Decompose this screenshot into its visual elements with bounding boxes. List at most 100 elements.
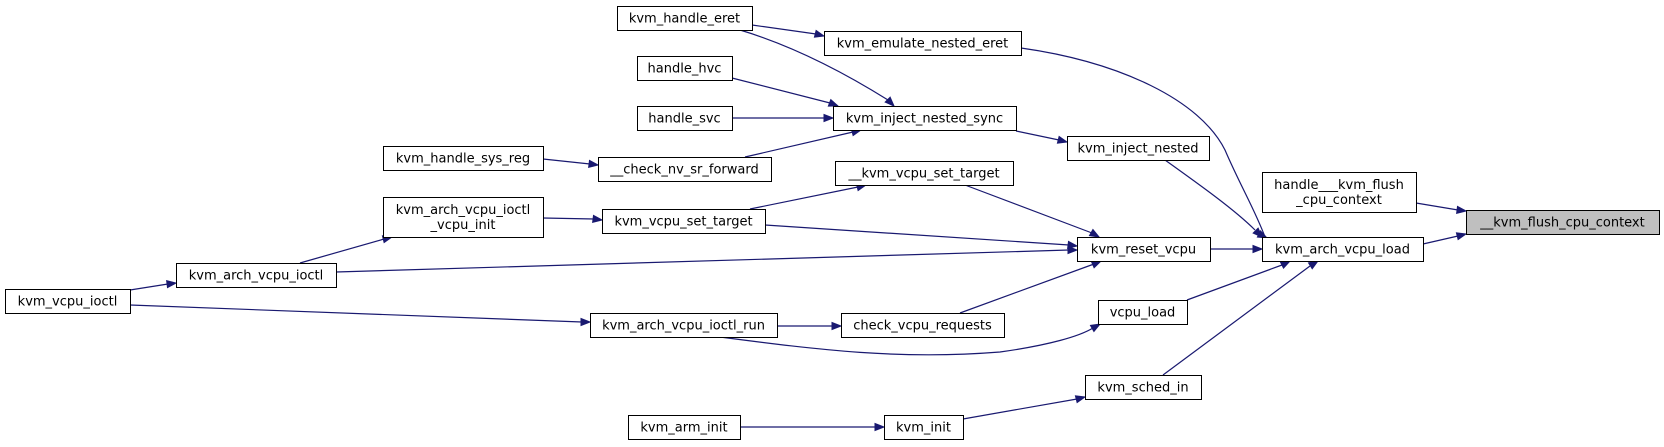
node-label: kvm_init	[896, 421, 951, 436]
node-label: kvm_vcpu_set_target	[614, 215, 752, 230]
arrowhead	[1252, 227, 1263, 238]
node-label: kvm_arch_vcpu_load	[1275, 243, 1410, 258]
edge-inject_nested-to-arch_vcpu_load	[1164, 159, 1263, 238]
edge-kvm_init-to-sched_in	[962, 395, 1087, 420]
node-label: __kvm_vcpu_set_target	[847, 167, 999, 182]
node-box	[590, 313, 778, 338]
edge-line	[749, 186, 859, 210]
edge-line	[1164, 159, 1256, 231]
node-check-nv[interactable]: __check_nv_sr_forward	[598, 157, 772, 182]
edge-line	[731, 77, 831, 104]
node-set-target[interactable]: kvm_vcpu_set_target	[602, 209, 766, 234]
edge-set_target-to-reset_vcpu	[764, 224, 1079, 250]
node-handle-svc[interactable]: handle_svc	[637, 106, 733, 131]
arrowhead	[823, 113, 835, 123]
edge-set_target-to-__set_target	[749, 183, 868, 210]
node-handle-eret[interactable]: kvm_handle_eret	[617, 6, 753, 31]
node-emulate-eret[interactable]: kvm_emulate_nested_eret	[824, 31, 1022, 56]
node-box	[628, 415, 741, 440]
edge-line	[1162, 265, 1311, 376]
node-label: kvm_handle_eret	[629, 12, 740, 27]
edge-vcpu_ioctl-to-ioctl_run	[129, 304, 592, 327]
node-check-req[interactable]: check_vcpu_requests	[841, 313, 1005, 338]
edge-line	[959, 263, 1095, 314]
node-label: vcpu_load	[1110, 306, 1176, 321]
edge-handle_svc-to-inject_sync	[732, 113, 835, 123]
arrowhead	[1089, 323, 1102, 333]
node-handle-flush[interactable]: handle___kvm_flush_cpu_context	[1262, 172, 1417, 213]
node-inject-nested[interactable]: kvm_inject_nested	[1067, 136, 1210, 161]
node-box	[1085, 375, 1202, 400]
node-reset-vcpu[interactable]: kvm_reset_vcpu	[1077, 237, 1211, 262]
node-box	[1098, 300, 1188, 325]
node-label: kvm_emulate_nested_eret	[837, 37, 1008, 52]
edge-line	[299, 238, 385, 264]
arrowhead	[1074, 395, 1087, 404]
node-handle-hvc[interactable]: handle_hvc	[637, 56, 733, 81]
node-label: kvm_inject_nested	[1078, 142, 1199, 157]
node-label: handle_hvc	[648, 62, 722, 77]
node-box	[1067, 136, 1210, 161]
edge-line	[542, 158, 591, 165]
edges-layer	[129, 24, 1468, 432]
node-arch-vcpu-load[interactable]: kvm_arch_vcpu_load	[1262, 237, 1424, 262]
node-box	[833, 106, 1017, 131]
node-vcpu-ioctl[interactable]: kvm_vcpu_ioctl	[5, 289, 131, 314]
node---set-target[interactable]: __kvm_vcpu_set_target	[835, 161, 1014, 186]
edge-handle_eret-to-inject_sync	[739, 29, 895, 107]
edge-line	[542, 217, 595, 220]
node-box	[598, 157, 772, 182]
node-kvm-init[interactable]: kvm_init	[884, 415, 964, 440]
node-box	[1262, 172, 1417, 213]
edge-handle_eret-to-emulate_eret	[751, 24, 826, 38]
node-sched-in[interactable]: kvm_sched_in	[1085, 375, 1202, 400]
edge-line	[1020, 47, 1266, 238]
node-inject-sync[interactable]: kvm_inject_nested_sync	[833, 106, 1017, 131]
edge-ioctl_init-to-set_target	[542, 214, 604, 224]
edge-check_nv-to-inject_sync	[744, 128, 863, 158]
arrowhead	[1252, 244, 1264, 254]
node-label: check_vcpu_requests	[853, 319, 992, 334]
node-vcpu-load[interactable]: vcpu_load	[1098, 300, 1188, 325]
node-ioctl-init[interactable]: kvm_arch_vcpu_ioctl_vcpu_init	[383, 197, 544, 238]
edge-handle_hvc-to-inject_sync	[731, 77, 840, 107]
node-label: kvm_arch_vcpu_ioctl	[189, 269, 324, 284]
node-label: kvm_vcpu_ioctl	[18, 295, 118, 310]
edge-line	[1422, 235, 1459, 245]
node-label: kvm_inject_nested_sync	[846, 112, 1003, 127]
edge-line	[719, 327, 1094, 356]
edge-vcpu_load-to-arch_vcpu_load	[1186, 260, 1292, 301]
edge-line	[739, 29, 889, 101]
arrowhead	[588, 159, 600, 169]
arrowhead	[580, 317, 592, 327]
node-label: handle___kvm_flush	[1274, 178, 1404, 193]
node-label: _cpu_context	[1295, 193, 1382, 208]
arrowhead	[1455, 232, 1468, 241]
edge-check_req-to-reset_vcpu	[959, 260, 1103, 314]
edge-arch_vcpu_load-to-root	[1422, 232, 1468, 245]
edge-__set_target-to-reset_vcpu	[964, 184, 1101, 238]
node-arm-init[interactable]: kvm_arm_init	[628, 415, 741, 440]
node-box	[884, 415, 964, 440]
arrowhead	[1056, 135, 1069, 144]
arrowhead	[874, 422, 886, 432]
arrowhead	[813, 29, 826, 38]
node-label: _vcpu_init	[430, 218, 496, 233]
node-box	[176, 263, 337, 288]
node-label: kvm_handle_sys_reg	[396, 152, 530, 167]
node-ioctl-run[interactable]: kvm_arch_vcpu_ioctl_run	[590, 313, 778, 338]
node-label: kvm_arch_vcpu_ioctl	[396, 203, 531, 218]
edge-inject_sync-to-inject_nested	[1015, 130, 1069, 144]
edge-line	[962, 398, 1078, 420]
edge-line	[964, 184, 1093, 234]
node-sys-reg[interactable]: kvm_handle_sys_reg	[383, 146, 544, 171]
arrowhead	[1456, 205, 1468, 215]
node-label: kvm_arch_vcpu_ioctl_run	[602, 319, 765, 334]
node-root[interactable]: __kvm_flush_cpu_context	[1466, 210, 1660, 235]
node-box	[617, 6, 753, 31]
edge-arm_init-to-kvm_init	[740, 422, 886, 432]
node-label: kvm_arm_init	[640, 421, 727, 436]
node-arch-ioctl[interactable]: kvm_arch_vcpu_ioctl	[176, 263, 337, 288]
arrowhead	[1307, 260, 1320, 270]
